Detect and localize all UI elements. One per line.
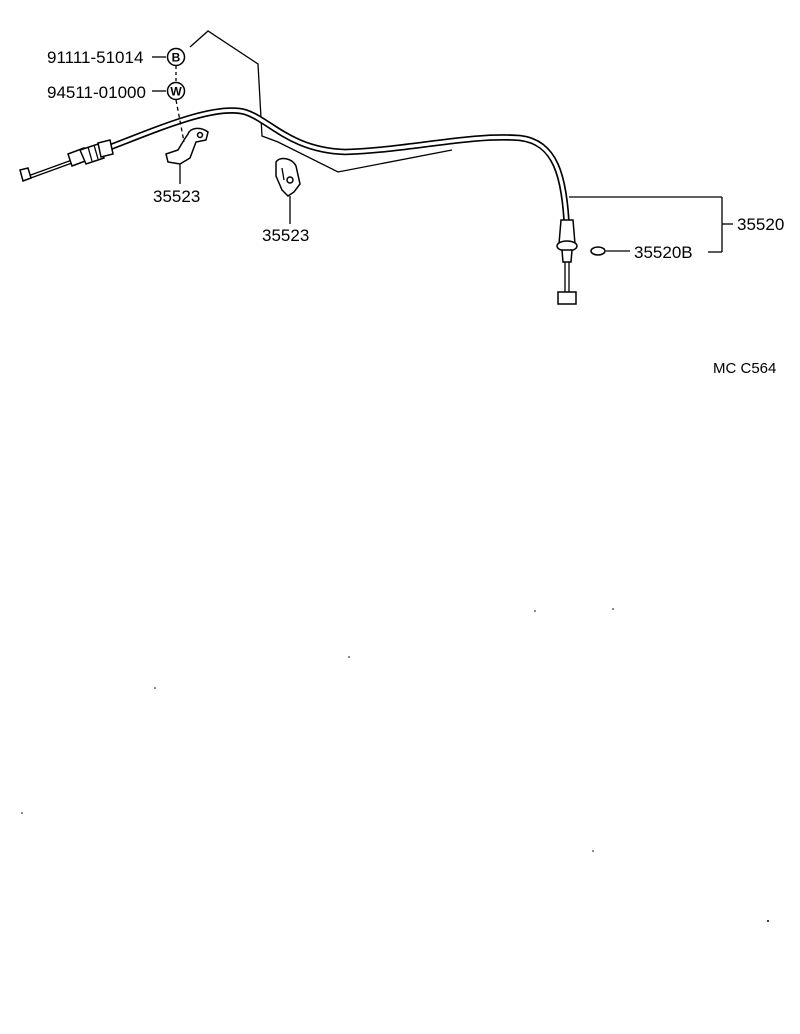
grommet [590,246,606,256]
leader-fastener-dashed-lower [175,99,185,143]
clamp-left [165,127,209,165]
illustration-code: MC C564 [713,360,776,377]
cable-left-end [19,139,114,182]
clamp-right [275,157,301,197]
bracket-cable-assy [569,196,733,253]
label-washer: 94511-01000 [47,83,146,102]
cable-right-end [556,219,578,305]
washer-symbol-circle [166,81,186,101]
label-bolt: 91111-51014 [47,48,143,67]
scan-specks [21,608,769,922]
label-grommet: 35520B [634,243,693,262]
assembly-outline [189,30,453,173]
accelerator-cable [104,107,571,236]
label-clamp-right: 35523 [262,226,309,245]
bolt-symbol-circle [166,47,186,67]
bolt-symbol-letter: B [172,51,181,65]
washer-symbol-letter: W [170,85,182,99]
label-clamp-left: 35523 [153,187,200,206]
label-cable-assy: 35520 [737,215,784,234]
